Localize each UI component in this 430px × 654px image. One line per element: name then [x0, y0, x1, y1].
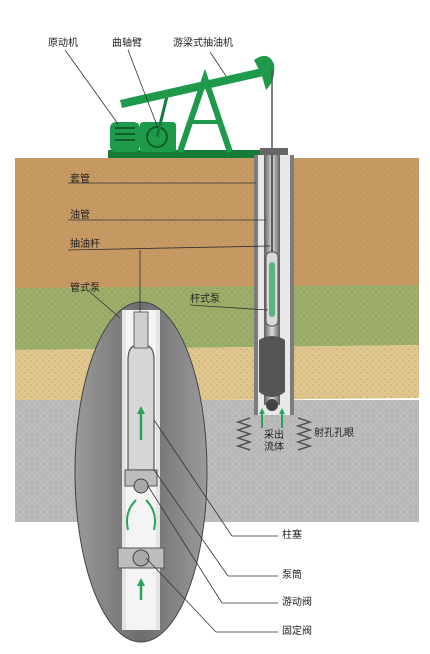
- label-perforation: 射孔孔眼: [314, 428, 354, 439]
- wellhead: [260, 148, 288, 156]
- label-prime-mover: 原动机: [48, 38, 78, 49]
- label-produced-fluid: 采出流体: [264, 430, 284, 453]
- label-sucker-rod: 抽油杆: [70, 239, 100, 250]
- label-tubing: 油管: [70, 210, 90, 221]
- label-traveling-valve: 游动阀: [282, 597, 312, 608]
- magnified-pump-detail: [74, 301, 208, 643]
- label-crank-arm: 曲轴臂: [112, 38, 142, 49]
- label-standing-valve: 固定阀: [282, 626, 312, 637]
- label-casing: 套管: [70, 174, 90, 185]
- perforations: [235, 417, 313, 451]
- crank-arm: [146, 126, 168, 148]
- standing-valve-ball: [132, 549, 150, 567]
- label-beam-pump-unit: 游梁式抽油机: [173, 38, 233, 49]
- traveling-valve-ball: [133, 478, 149, 494]
- label-rod-pump: 杆式泵: [190, 294, 220, 305]
- leader-lines: [64, 49, 278, 633]
- well: [235, 148, 313, 451]
- label-tubing-pump: 管式泵: [70, 283, 100, 294]
- label-pump-barrel: 泵筒: [282, 570, 302, 581]
- prime-mover: [110, 122, 140, 152]
- pump-jack: [108, 55, 283, 158]
- label-plunger: 柱塞: [282, 530, 302, 541]
